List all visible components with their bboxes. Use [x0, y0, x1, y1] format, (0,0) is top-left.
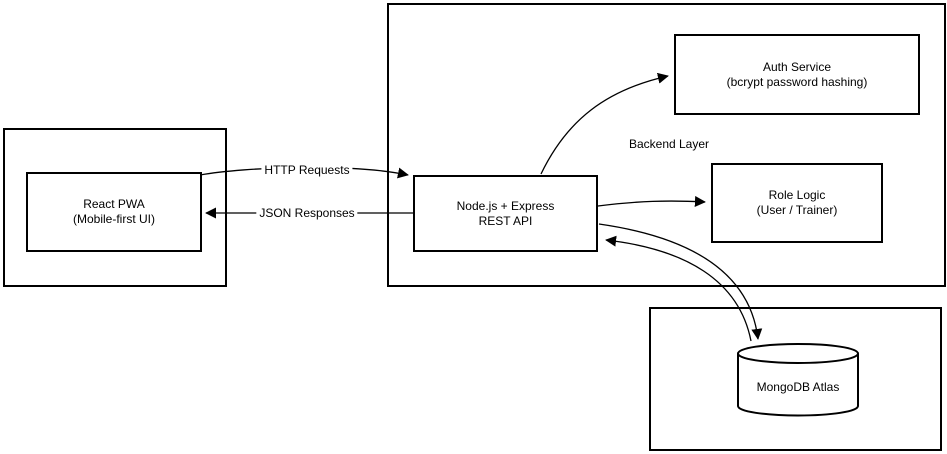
mongodb-label: MongoDB Atlas	[756, 380, 840, 394]
role-logic-node: Role Logic (User / Trainer)	[711, 163, 883, 243]
database-container-box	[649, 307, 942, 451]
react-pwa-subtitle: (Mobile-first UI)	[72, 212, 155, 226]
react-pwa-title: React PWA	[83, 197, 145, 211]
json-responses-label: JSON Responses	[256, 206, 358, 220]
role-logic-title: Role Logic	[768, 188, 826, 202]
auth-service-title: Auth Service	[762, 59, 832, 74]
role-logic-subtitle: (User / Trainer)	[756, 203, 838, 217]
node-express-title: Node.js + Express	[456, 198, 555, 213]
react-pwa-node: React PWA (Mobile-first UI)	[26, 172, 202, 252]
node-express-node: Node.js + Express REST API	[413, 175, 598, 252]
node-express-subtitle: REST API	[478, 213, 533, 228]
backend-layer-label: Backend Layer	[628, 137, 710, 151]
auth-service-node: Auth Service (bcrypt password hashing)	[674, 34, 920, 115]
http-requests-label: HTTP Requests	[261, 163, 353, 177]
auth-service-subtitle: (bcrypt password hashing)	[726, 74, 868, 89]
